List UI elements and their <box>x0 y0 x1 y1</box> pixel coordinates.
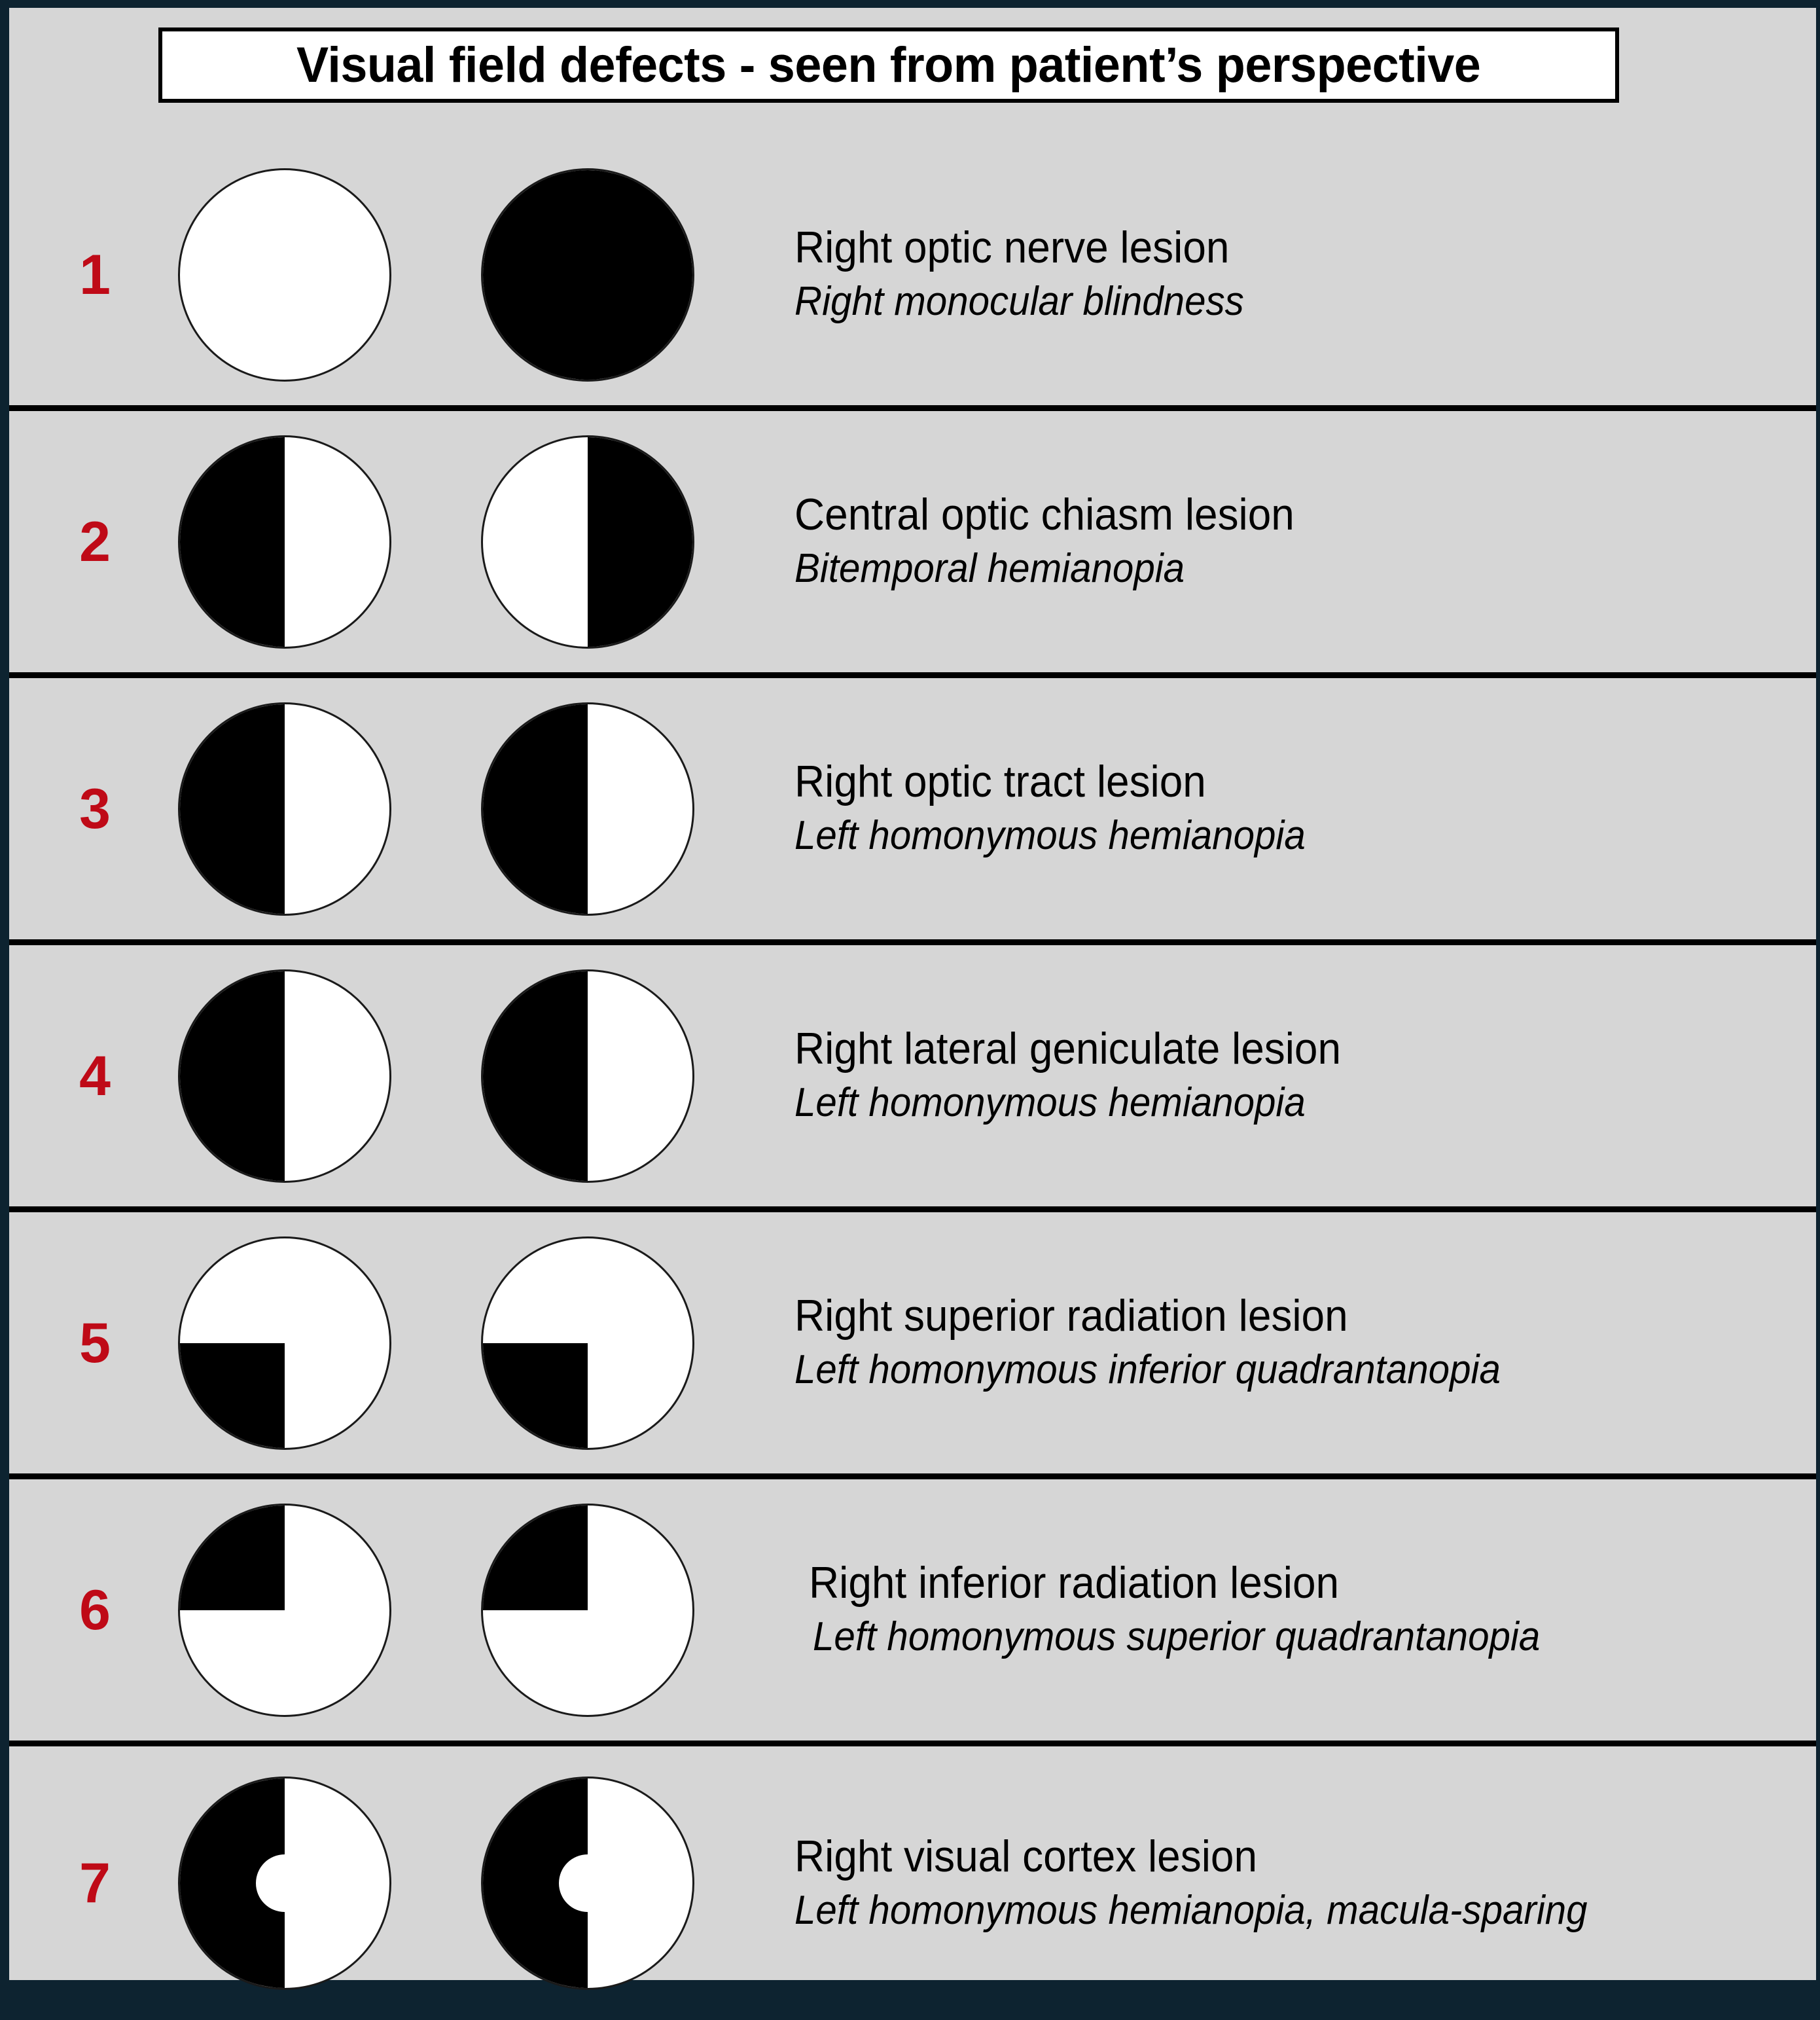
row-labels: Right visual cortex lesion Left homonymo… <box>794 1831 1790 1936</box>
page-title: Visual field defects - seen from patient… <box>296 37 1481 93</box>
left-eye-field-icon <box>178 435 391 649</box>
defect-label: Left homonymous hemianopia <box>794 813 1306 859</box>
field-defect-region <box>588 437 692 647</box>
field-defect-region <box>180 1505 285 1610</box>
left-eye-field-icon <box>178 969 391 1183</box>
defect-label: Left homonymous hemianopia <box>794 1080 1306 1126</box>
row-number: 1 <box>79 243 111 306</box>
row-labels: Central optic chiasm lesion Bitemporal h… <box>794 490 1790 594</box>
right-eye-field-icon <box>481 1236 694 1450</box>
defect-label: Left homonymous superior quadrantanopia <box>813 1614 1541 1660</box>
eye-pair <box>178 431 702 653</box>
row-number: 3 <box>79 777 111 840</box>
row-number: 6 <box>79 1578 111 1642</box>
table-row: 3 Right optic tract lesion Left homonymo… <box>9 678 1816 945</box>
defect-label: Left homonymous hemianopia, macula-spari… <box>794 1887 1588 1933</box>
macula-sparing-region <box>559 1854 616 1912</box>
defect-row-list: 1 Right optic nerve lesion Right monocul… <box>9 144 1816 2020</box>
right-eye-field-icon <box>481 702 694 916</box>
defect-label: Left homonymous inferior quadrantanopia <box>794 1347 1501 1393</box>
left-eye-field-icon <box>178 1236 391 1450</box>
macula-sparing-region <box>256 1854 313 1912</box>
table-row: 7 Right visual cortex lesion Left homony… <box>9 1746 1816 2020</box>
left-eye-field-icon <box>178 1777 391 1990</box>
field-defect-region <box>180 1343 285 1448</box>
row-number: 5 <box>79 1311 111 1375</box>
lesion-label: Right lateral geniculate lesion <box>794 1024 1342 1074</box>
defect-label: Bitemporal hemianopia <box>794 546 1185 592</box>
lesion-label: Right superior radiation lesion <box>794 1291 1348 1341</box>
right-eye-field-icon <box>481 168 694 382</box>
lesion-label: Right inferior radiation lesion <box>809 1558 1340 1608</box>
row-number: 7 <box>79 1852 111 1915</box>
lesion-label: Right optic nerve lesion <box>794 223 1230 273</box>
eye-pair <box>178 1232 702 1454</box>
table-row: 2 Central optic chiasm lesion Bitemporal… <box>9 411 1816 678</box>
lesion-label: Right visual cortex lesion <box>794 1831 1257 1881</box>
left-eye-field-icon <box>178 702 391 916</box>
right-eye-field-icon <box>481 969 694 1183</box>
eye-pair <box>178 965 702 1187</box>
field-defect-region <box>483 1505 588 1610</box>
table-row: 5 Right superior radiation lesion Left h… <box>9 1212 1816 1479</box>
table-row: 6 Right inferior radiation lesion Left h… <box>9 1479 1816 1746</box>
field-defect-region <box>483 170 692 380</box>
field-defect-region <box>180 971 285 1181</box>
eye-pair <box>178 698 702 920</box>
row-labels: Right optic tract lesion Left homonymous… <box>794 757 1790 861</box>
table-row: 4 Right lateral geniculate lesion Left h… <box>9 945 1816 1212</box>
eye-pair <box>178 1772 702 1994</box>
left-eye-field-icon <box>178 1503 391 1717</box>
field-defect-region <box>180 437 285 647</box>
right-eye-field-icon <box>481 435 694 649</box>
table-row: 1 Right optic nerve lesion Right monocul… <box>9 144 1816 411</box>
right-eye-field-icon <box>481 1503 694 1717</box>
lesion-label: Central optic chiasm lesion <box>794 490 1294 540</box>
field-defect-region <box>483 704 588 914</box>
left-eye-field-icon <box>178 168 391 382</box>
row-labels: Right superior radiation lesion Left hom… <box>794 1291 1790 1395</box>
row-number: 2 <box>79 510 111 573</box>
row-number: 4 <box>79 1044 111 1108</box>
row-labels: Right lateral geniculate lesion Left hom… <box>794 1024 1790 1128</box>
eye-pair <box>178 164 702 386</box>
eye-pair <box>178 1499 702 1722</box>
row-labels: Right inferior radiation lesion Left hom… <box>809 1558 1790 1662</box>
row-labels: Right optic nerve lesion Right monocular… <box>794 223 1790 327</box>
field-defect-region <box>483 1343 588 1448</box>
defect-label: Right monocular blindness <box>794 279 1244 325</box>
lesion-label: Right optic tract lesion <box>794 757 1206 807</box>
diagram-title-box: Visual field defects - seen from patient… <box>158 27 1619 103</box>
right-eye-field-icon <box>481 1777 694 1990</box>
field-defect-region <box>483 971 588 1181</box>
field-defect-region <box>180 704 285 914</box>
